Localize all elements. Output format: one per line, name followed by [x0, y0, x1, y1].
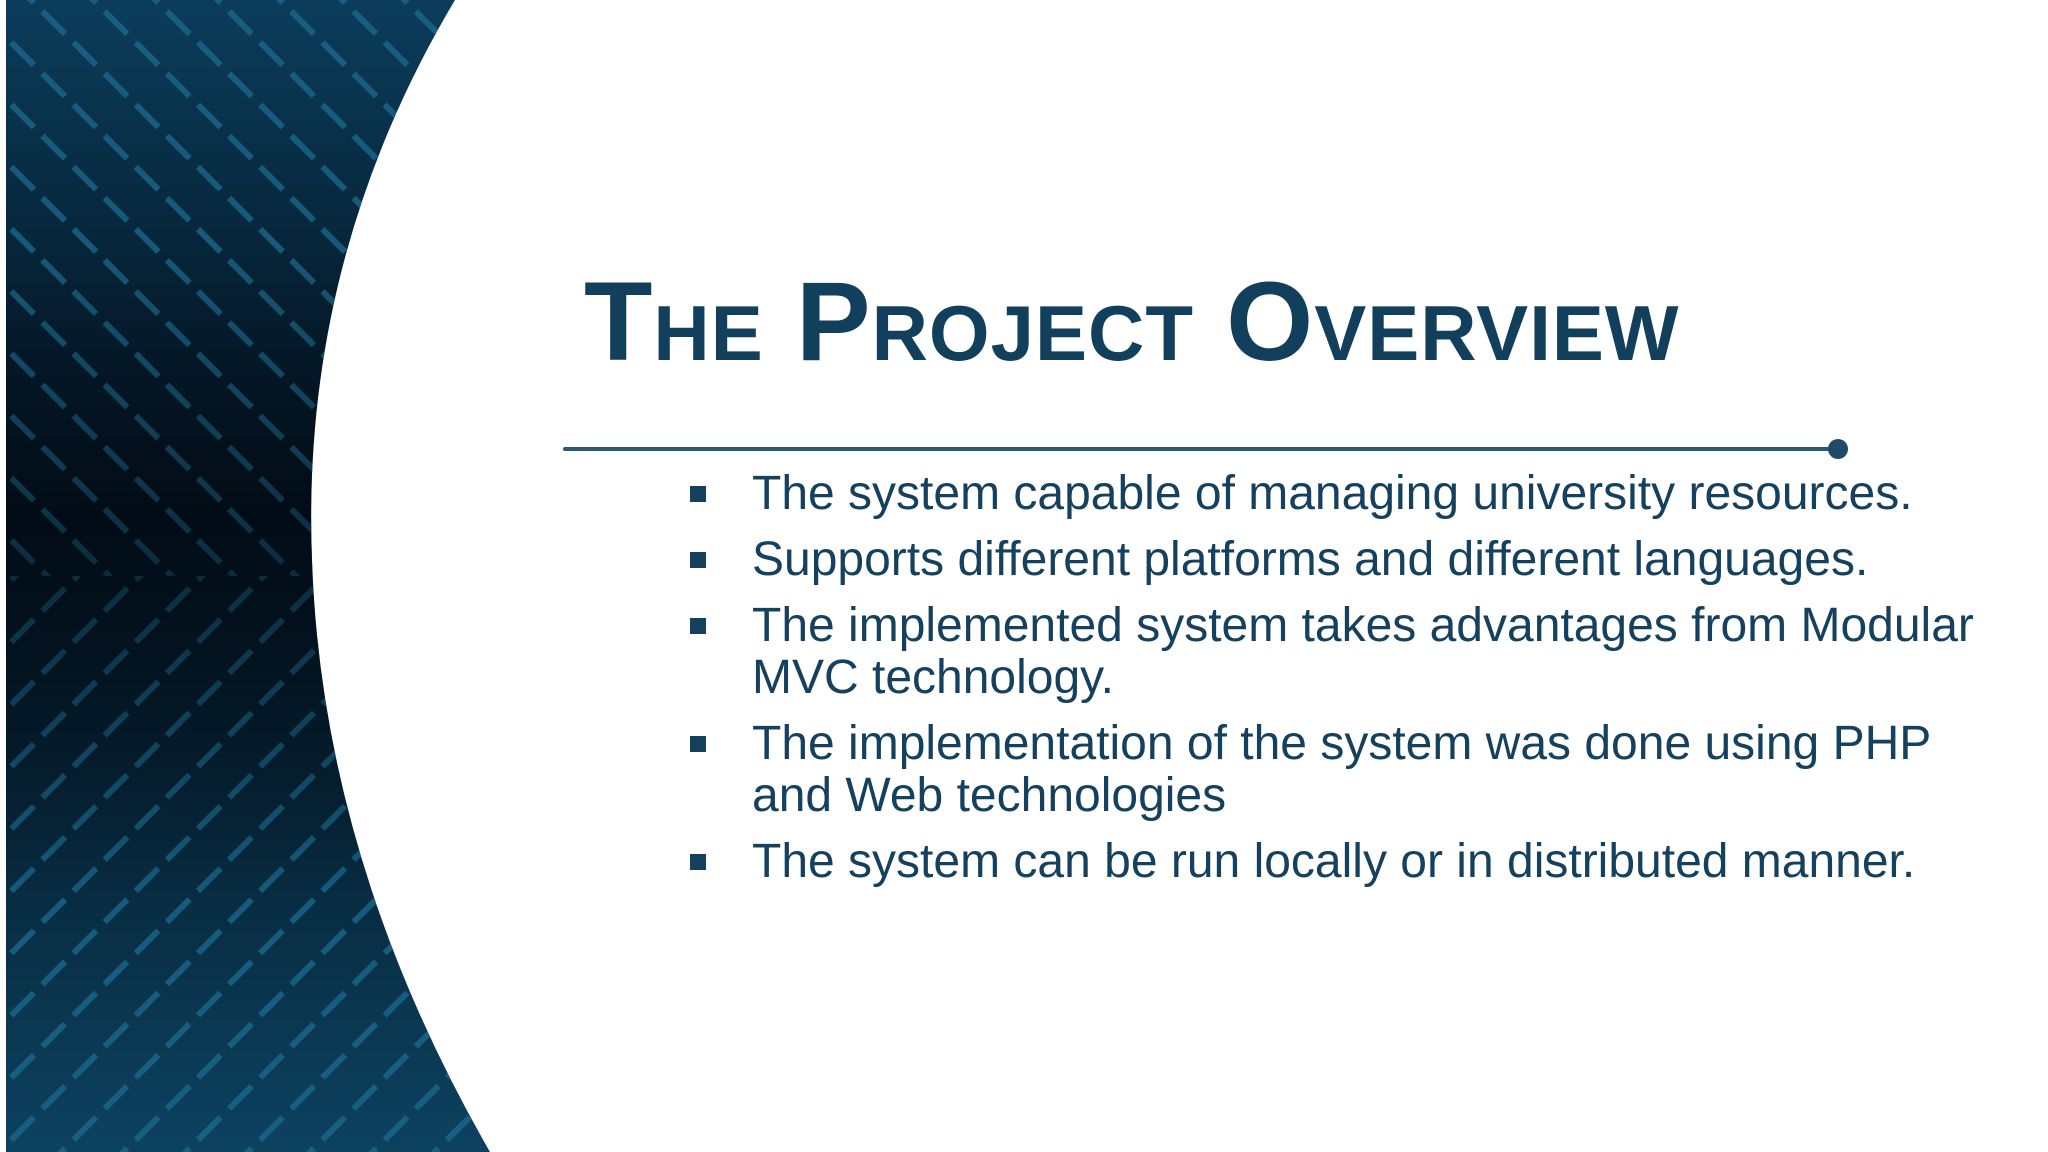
square-bullet-icon [690, 736, 706, 752]
list-item: The implemented system takes advantages … [680, 600, 1980, 704]
square-bullet-icon [690, 486, 706, 502]
bullet-text: The implementation of the system was don… [752, 717, 1931, 822]
bullet-text: Supports different platforms and differe… [752, 533, 1869, 586]
slide-title: The Project Overview [584, 259, 1680, 384]
list-item: Supports different platforms and differe… [680, 534, 1980, 586]
square-bullet-icon [690, 854, 706, 870]
title-divider [563, 447, 1841, 451]
dot-icon [1828, 439, 1848, 459]
square-bullet-icon [690, 552, 706, 568]
list-item: The system capable of managing universit… [680, 468, 1980, 520]
list-item: The implementation of the system was don… [680, 718, 1980, 822]
square-bullet-icon [690, 618, 706, 634]
bullet-text: The system can be run locally or in dist… [752, 835, 1916, 888]
bullet-text: The implemented system takes advantages … [752, 599, 1974, 704]
list-item: The system can be run locally or in dist… [680, 836, 1980, 888]
bullet-text: The system capable of managing universit… [752, 467, 1913, 520]
bullet-list: The system capable of managing universit… [680, 468, 1980, 902]
